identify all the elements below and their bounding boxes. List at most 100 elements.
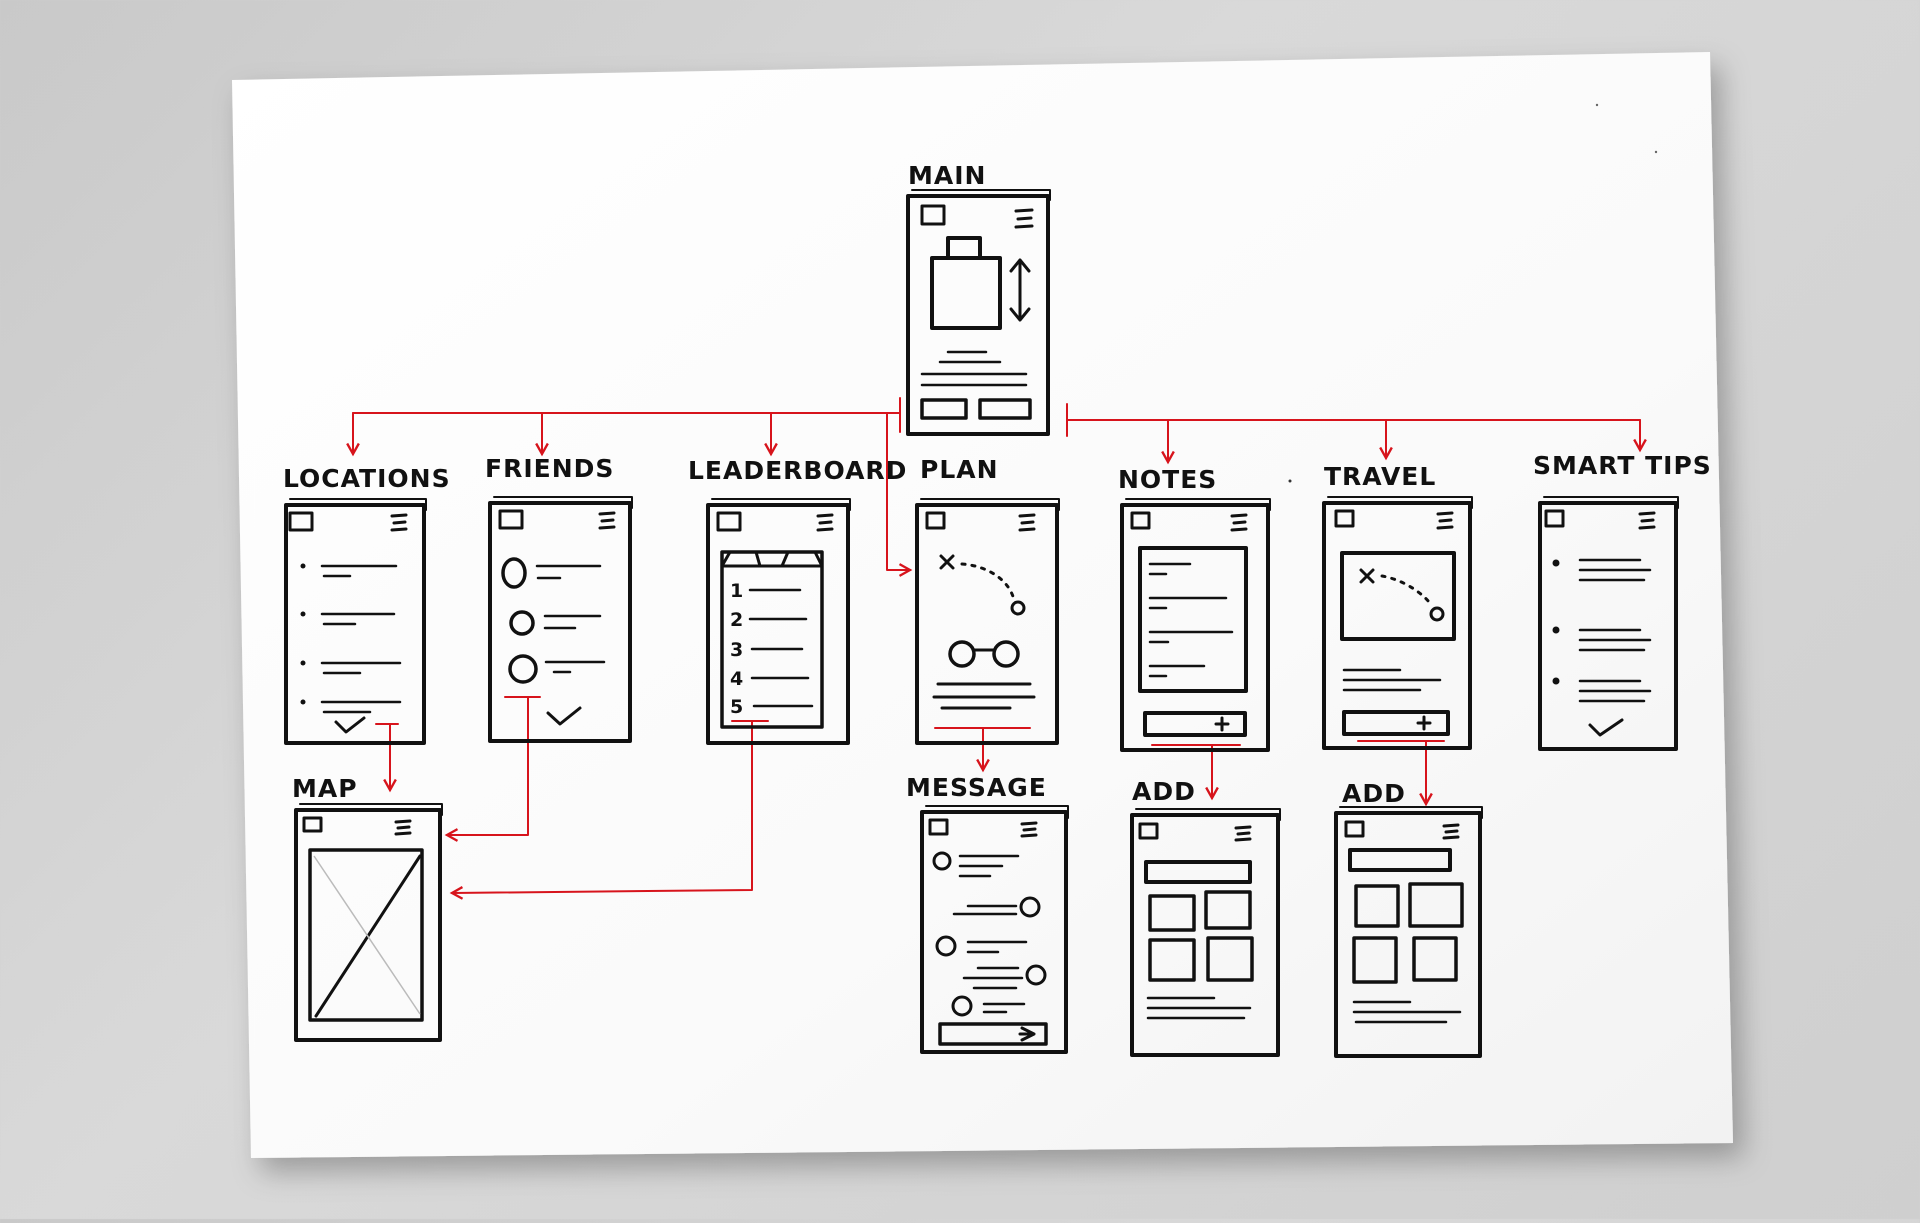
hamburger-icon [1436,511,1454,530]
label-notes: NOTES [1118,465,1217,494]
travel-screen-wireframe [1322,496,1473,750]
send-arrow-icon [1018,1026,1036,1042]
back-square-icon [1544,509,1565,528]
label-travel: TRAVEL [1324,462,1436,491]
hamburger-icon [1442,823,1460,840]
back-square-icon [1344,820,1365,838]
notes-panel [1138,546,1248,693]
hamburger-icon [390,513,408,532]
paper-sheet [232,52,1733,1158]
message-screen-wireframe [920,805,1069,1054]
image-grid [1148,890,1254,982]
label-smart-tips: SMART TIPS [1533,451,1712,480]
chat-thread [932,851,1047,1017]
hamburger-icon [1234,825,1252,842]
back-square-icon [288,511,314,532]
label-friends: FRIENDS [485,454,614,483]
add-note-button [1143,711,1247,737]
rank-4: 4 [730,668,743,690]
map-screen-wireframe [294,803,443,1042]
friends-list [501,557,606,684]
plus-icon [1416,715,1432,731]
hamburger-icon [598,511,616,530]
notes-screen-wireframe [1120,498,1271,752]
avatar [509,610,535,636]
paper-speck [1288,479,1292,483]
avatar [501,557,527,589]
checkmark-icon [1588,718,1624,737]
rank-5: 5 [730,696,743,718]
back-square-icon [925,511,946,530]
travel-map-panel [1340,551,1456,641]
action-button-left [920,398,968,420]
hamburger-icon [1230,513,1248,532]
checkmark-icon [546,706,582,726]
arrow-to-plan [886,412,910,570]
x-mark-icon [1359,568,1375,584]
back-square-icon [716,511,742,532]
avatar [508,654,538,684]
route-sketch [939,554,1026,616]
friends-screen-wireframe [488,496,633,743]
arrow-leaderboard-to-map [452,720,753,893]
rank-2: 2 [730,609,743,631]
add-travel-button [1342,710,1450,736]
paper-speck [1654,150,1658,154]
avatar [1019,896,1041,918]
back-square-icon [498,509,524,530]
navigation-connectors [353,397,1640,893]
hamburger-icon [816,513,834,532]
add-travel-screen-wireframe [1334,806,1483,1058]
label-leaderboard: LEADERBOARD [688,456,907,485]
add-note-screen-wireframe [1130,808,1281,1057]
action-button-right [978,398,1032,420]
circle-icon [1010,600,1026,616]
map-image-placeholder [308,848,424,1022]
hamburger-icon [1638,511,1656,530]
location-list [300,563,402,714]
label-map: MAP [292,774,358,803]
hamburger-icon [394,819,412,836]
rank-1: 1 [730,580,743,602]
label-locations: LOCATIONS [283,464,451,493]
message-input [938,1022,1048,1046]
back-square-icon [928,818,949,836]
hamburger-icon [1020,821,1038,838]
title-input [1144,860,1252,884]
scroll-arrow-icon [1009,258,1031,322]
back-square-icon [1334,509,1355,528]
checkmark-icon [334,716,366,734]
image-grid [1352,882,1464,984]
rank-list: 1 2 3 4 5 [730,580,814,718]
leaderboard-screen-wireframe: 1 2 3 4 5 [706,498,851,745]
screen-labels: MAIN LOCATIONS FRIENDS LEADERBOARD PLAN … [283,161,1712,808]
avatar [935,935,957,957]
circle-icon [1429,606,1445,622]
label-message: MESSAGE [906,773,1047,802]
hamburger-icon [1014,208,1034,229]
plus-icon [1214,716,1230,732]
main-screen-wireframe [906,189,1051,436]
paper-speck [1595,103,1599,107]
tips-list [1552,558,1652,703]
locations-screen-wireframe [284,498,427,745]
back-square-icon [920,204,946,226]
title-input [1348,848,1452,872]
smart-tips-screen-wireframe [1538,496,1679,751]
binoculars-icon [948,640,1020,668]
avatar [932,851,952,871]
tab-header [720,550,824,568]
back-square-icon [302,816,323,833]
plan-screen-wireframe [915,498,1060,745]
label-add-travel: ADD [1342,779,1406,808]
label-add-notes: ADD [1132,777,1196,806]
rank-3: 3 [730,639,743,661]
label-plan: PLAN [920,455,999,484]
hamburger-icon [1018,513,1036,532]
back-square-icon [1130,511,1151,530]
x-mark-icon [939,554,955,570]
label-main: MAIN [908,161,986,190]
back-square-icon [1138,822,1159,840]
